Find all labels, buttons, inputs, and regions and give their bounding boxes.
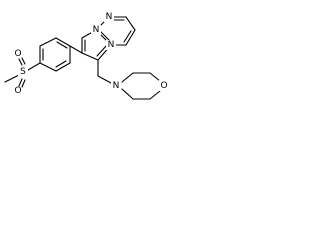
- bond-pyr-3: [125, 16, 136, 31]
- atom-o-morpholine: O: [160, 81, 167, 91]
- bond-morph-6: [121, 88, 134, 100]
- bond-s-o-upper-2: [21, 57, 26, 65]
- bond-ph-1: [55, 37, 71, 47]
- bond-morph-3: [149, 72, 161, 82]
- bonds: [4, 16, 161, 100]
- atom-o-sulfonyl-upper: O: [14, 49, 21, 59]
- atom-s-sulfonyl: S: [20, 67, 26, 77]
- bond-ch2-n: [97, 75, 112, 84]
- bond-pyr-4: [125, 29, 136, 46]
- bond-ph-2: [39, 37, 57, 47]
- atom-o-sulfonyl-lower: O: [14, 86, 21, 96]
- bond-morph-4: [149, 90, 161, 100]
- bond-morph-1: [121, 72, 134, 83]
- bond-s-methyl: [4, 74, 20, 83]
- bond-ph-5: [55, 62, 71, 72]
- bond-s-o-upper-1: [18, 58, 23, 66]
- bond-imid-3: [81, 52, 99, 61]
- atom-n-morpholine: N: [113, 81, 120, 91]
- bond-imid-phenyl: [69, 45, 83, 54]
- atom-n-fused: N: [108, 40, 115, 50]
- bond-pyr-double-c: [99, 30, 111, 42]
- bond-ph-s: [27, 62, 41, 71]
- atom-bg: [104, 12, 114, 22]
- bond-s-o-lower-1: [18, 78, 23, 87]
- atom-bg: [111, 80, 121, 91]
- bond-pyr-double-b: [123, 30, 132, 43]
- atom-labels: N N N S O O N O: [14, 12, 169, 96]
- atom-bg: [18, 67, 28, 78]
- bond-ph-double-c: [55, 60, 67, 68]
- bond-s-o-lower-2: [21, 79, 26, 88]
- atom-n-pyrimidine: N: [106, 12, 113, 22]
- bond-imid-double-b: [96, 44, 108, 57]
- atom-bg: [91, 25, 101, 35]
- bond-ph-4: [39, 62, 57, 72]
- chemical-structure-diagram: N N N S O O N O: [4, 12, 169, 100]
- bond-ph-double-a: [56, 41, 68, 49]
- atom-bg: [106, 40, 116, 50]
- atom-bg: [159, 80, 169, 91]
- atom-n-imidazole: N: [93, 25, 100, 35]
